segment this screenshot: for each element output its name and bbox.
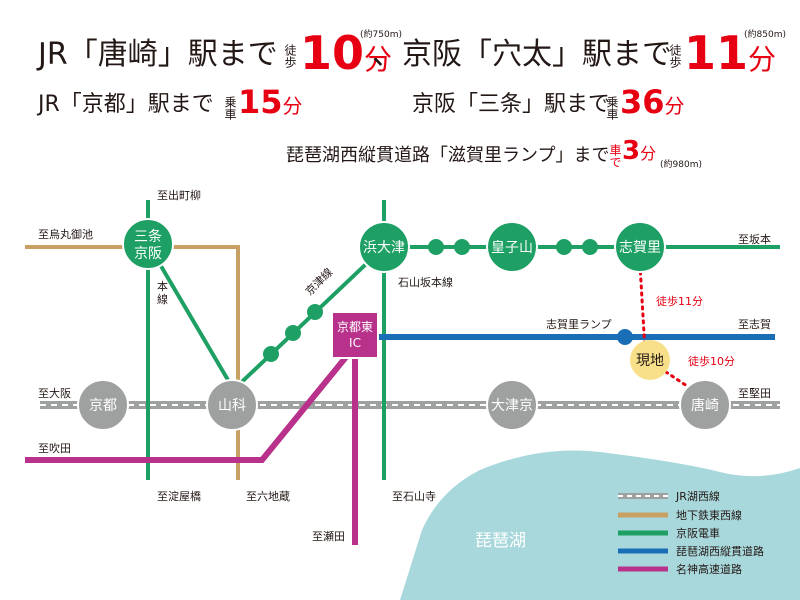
ramp-time: 3分 <box>622 138 656 164</box>
header-line2a: JR「京都」駅まで <box>38 94 214 116</box>
legend-keihan-label: 京阪電車 <box>676 526 720 540</box>
keihan-minor-stops <box>263 239 598 362</box>
keihan-sanjo-label: 京阪「三条」駅まで <box>412 92 611 117</box>
label-to-fukita: 至吹田 <box>38 442 71 455</box>
label-honsen: 本線 <box>157 279 168 306</box>
header-line2b: 京阪「三条」駅まで <box>412 94 610 116</box>
label-to-sakamoto: 至坂本 <box>738 232 771 246</box>
header-line1: JR「唐崎」駅まで <box>38 40 278 80</box>
lake-biwa <box>400 450 800 600</box>
legend-meishin: 名神高速道路 <box>618 562 742 576</box>
station-yamashina-label: 山科 <box>218 398 246 414</box>
legend-keihan: 京阪電車 <box>618 526 720 540</box>
walk-to-shigasato: 徒歩11分 <box>656 294 703 308</box>
station-sanjo-line1: 三条 <box>134 228 162 245</box>
legend-bypass: 琵琶湖西縦貫道路 <box>618 544 764 558</box>
ano-distance: (約850m) <box>744 30 786 40</box>
station-hamaotsu: 浜大津 <box>358 221 410 273</box>
karasaki-unit: 分 <box>364 43 393 76</box>
legend-jr-label: JR湖西線 <box>675 489 720 503</box>
label-ishiyama-sakamoto-sen: 石山坂本線 <box>398 275 453 289</box>
kyoto-higashi-ic: 京都東 IC <box>331 311 379 359</box>
legend-bypass-label: 琵琶湖西縦貫道路 <box>676 544 764 558</box>
ramp-distance: (約980m) <box>660 160 702 170</box>
label-to-yodoyabashi: 至淀屋橋 <box>157 489 201 503</box>
station-ojiyama-label: 皇子山 <box>491 240 533 256</box>
station-karasaki: 唐崎 <box>679 379 731 431</box>
site-label: 現地 <box>636 353 664 369</box>
label-to-katata: 至堅田 <box>738 387 771 400</box>
ano-minutes: 11 <box>684 26 749 80</box>
station-shigasato: 志賀里 <box>614 221 666 273</box>
sanjo-time: 36分 <box>620 86 685 119</box>
kyoto-unit: 分 <box>282 94 303 118</box>
walk-tag-2: 徒歩 <box>668 44 682 68</box>
station-karasaki-label: 唐崎 <box>691 397 719 414</box>
station-otsukyo: 大津京 <box>486 379 538 431</box>
station-hamaotsu-label: 浜大津 <box>363 240 405 256</box>
ic-label-line2: IC <box>349 336 361 350</box>
station-shigasato-label: 志賀里 <box>619 240 661 256</box>
karasaki-walk-tag: 徒歩 <box>283 44 297 72</box>
station-kyoto: 京都 <box>77 379 129 431</box>
sanjo-minutes: 36 <box>620 83 665 121</box>
jr-kyoto-label: JR「京都」駅まで <box>38 92 214 117</box>
ramp-label: 琵琶湖西縦貫道路「滋賀里ランプ」まで <box>286 145 610 166</box>
label-to-demachiyanagi: 至出町柳 <box>157 188 201 202</box>
jr-karasaki-label: JR「唐崎」駅まで <box>38 37 278 72</box>
lake-label: 琵琶湖 <box>475 531 526 551</box>
station-kyoto-label: 京都 <box>89 398 117 414</box>
ano-walk-tag: 徒歩 <box>668 44 682 72</box>
ic-label-line1: 京都東 <box>337 320 373 334</box>
ramp-minutes: 3 <box>622 136 641 166</box>
walk-tag-1: 徒歩 <box>283 44 297 68</box>
walk-to-karasaki: 徒歩10分 <box>688 354 735 368</box>
label-keishin-sen: 京津線 <box>302 265 335 298</box>
site-marker <box>630 340 670 380</box>
ano-time: 11分 <box>684 30 776 78</box>
label-to-seta: 至瀬田 <box>312 529 345 543</box>
train-tag-1: 乗車 <box>223 96 237 120</box>
karasaki-time: 10分 <box>300 30 392 78</box>
kyoto-time: 15分 <box>238 86 303 119</box>
keihan-ano-label: 、京阪「穴太」駅まで <box>372 37 672 72</box>
header-line3: 琵琶湖西縦貫道路「滋賀里ランプ」まで <box>286 146 609 165</box>
train-tag-2: 乗車 <box>605 96 619 120</box>
legend-subway-label: 地下鉄東西線 <box>676 508 742 522</box>
ano-unit: 分 <box>748 43 777 76</box>
station-sanjo: 三条 京阪 <box>122 218 174 270</box>
label-to-ishiyamadera: 至石山寺 <box>392 490 436 503</box>
label-to-shiga: 至志賀 <box>738 318 771 331</box>
sanjo-train-tag: 乗車 <box>605 96 619 124</box>
station-ojiyama: 皇子山 <box>486 221 538 273</box>
label-shigasato-ramp: 志賀里ランプ <box>546 318 612 331</box>
legend: JR湖西線 地下鉄東西線 京阪電車 琵琶湖西縦貫道路 名神高速道路 <box>618 489 764 576</box>
label-to-osaka: 至大阪 <box>38 386 71 400</box>
station-otsukyo-label: 大津京 <box>491 398 533 414</box>
legend-subway: 地下鉄東西線 <box>618 508 742 522</box>
label-to-karasuma-oike: 至烏丸御池 <box>38 227 93 241</box>
legend-jr: JR湖西線 <box>618 489 720 503</box>
karasaki-distance: (約750m) <box>360 30 402 40</box>
station-sanjo-line2: 京阪 <box>134 246 162 262</box>
ramp-unit: 分 <box>640 144 657 163</box>
label-to-rokujizo: 至六地蔵 <box>246 490 290 503</box>
header-line1b: 、京阪「穴太」駅まで <box>372 40 672 70</box>
meishin-expressway <box>25 344 358 545</box>
shigasato-ramp-marker <box>617 329 633 345</box>
kyoto-train-tag: 乗車 <box>223 96 237 124</box>
station-yamashina: 山科 <box>206 379 258 431</box>
ramp-car-tag: 車で <box>608 144 622 172</box>
kyoto-minutes: 15 <box>238 83 283 121</box>
legend-meishin-label: 名神高速道路 <box>676 562 742 576</box>
car-tag: 車で <box>608 144 622 168</box>
sanjo-unit: 分 <box>664 94 685 118</box>
karasaki-minutes: 10 <box>300 26 365 80</box>
